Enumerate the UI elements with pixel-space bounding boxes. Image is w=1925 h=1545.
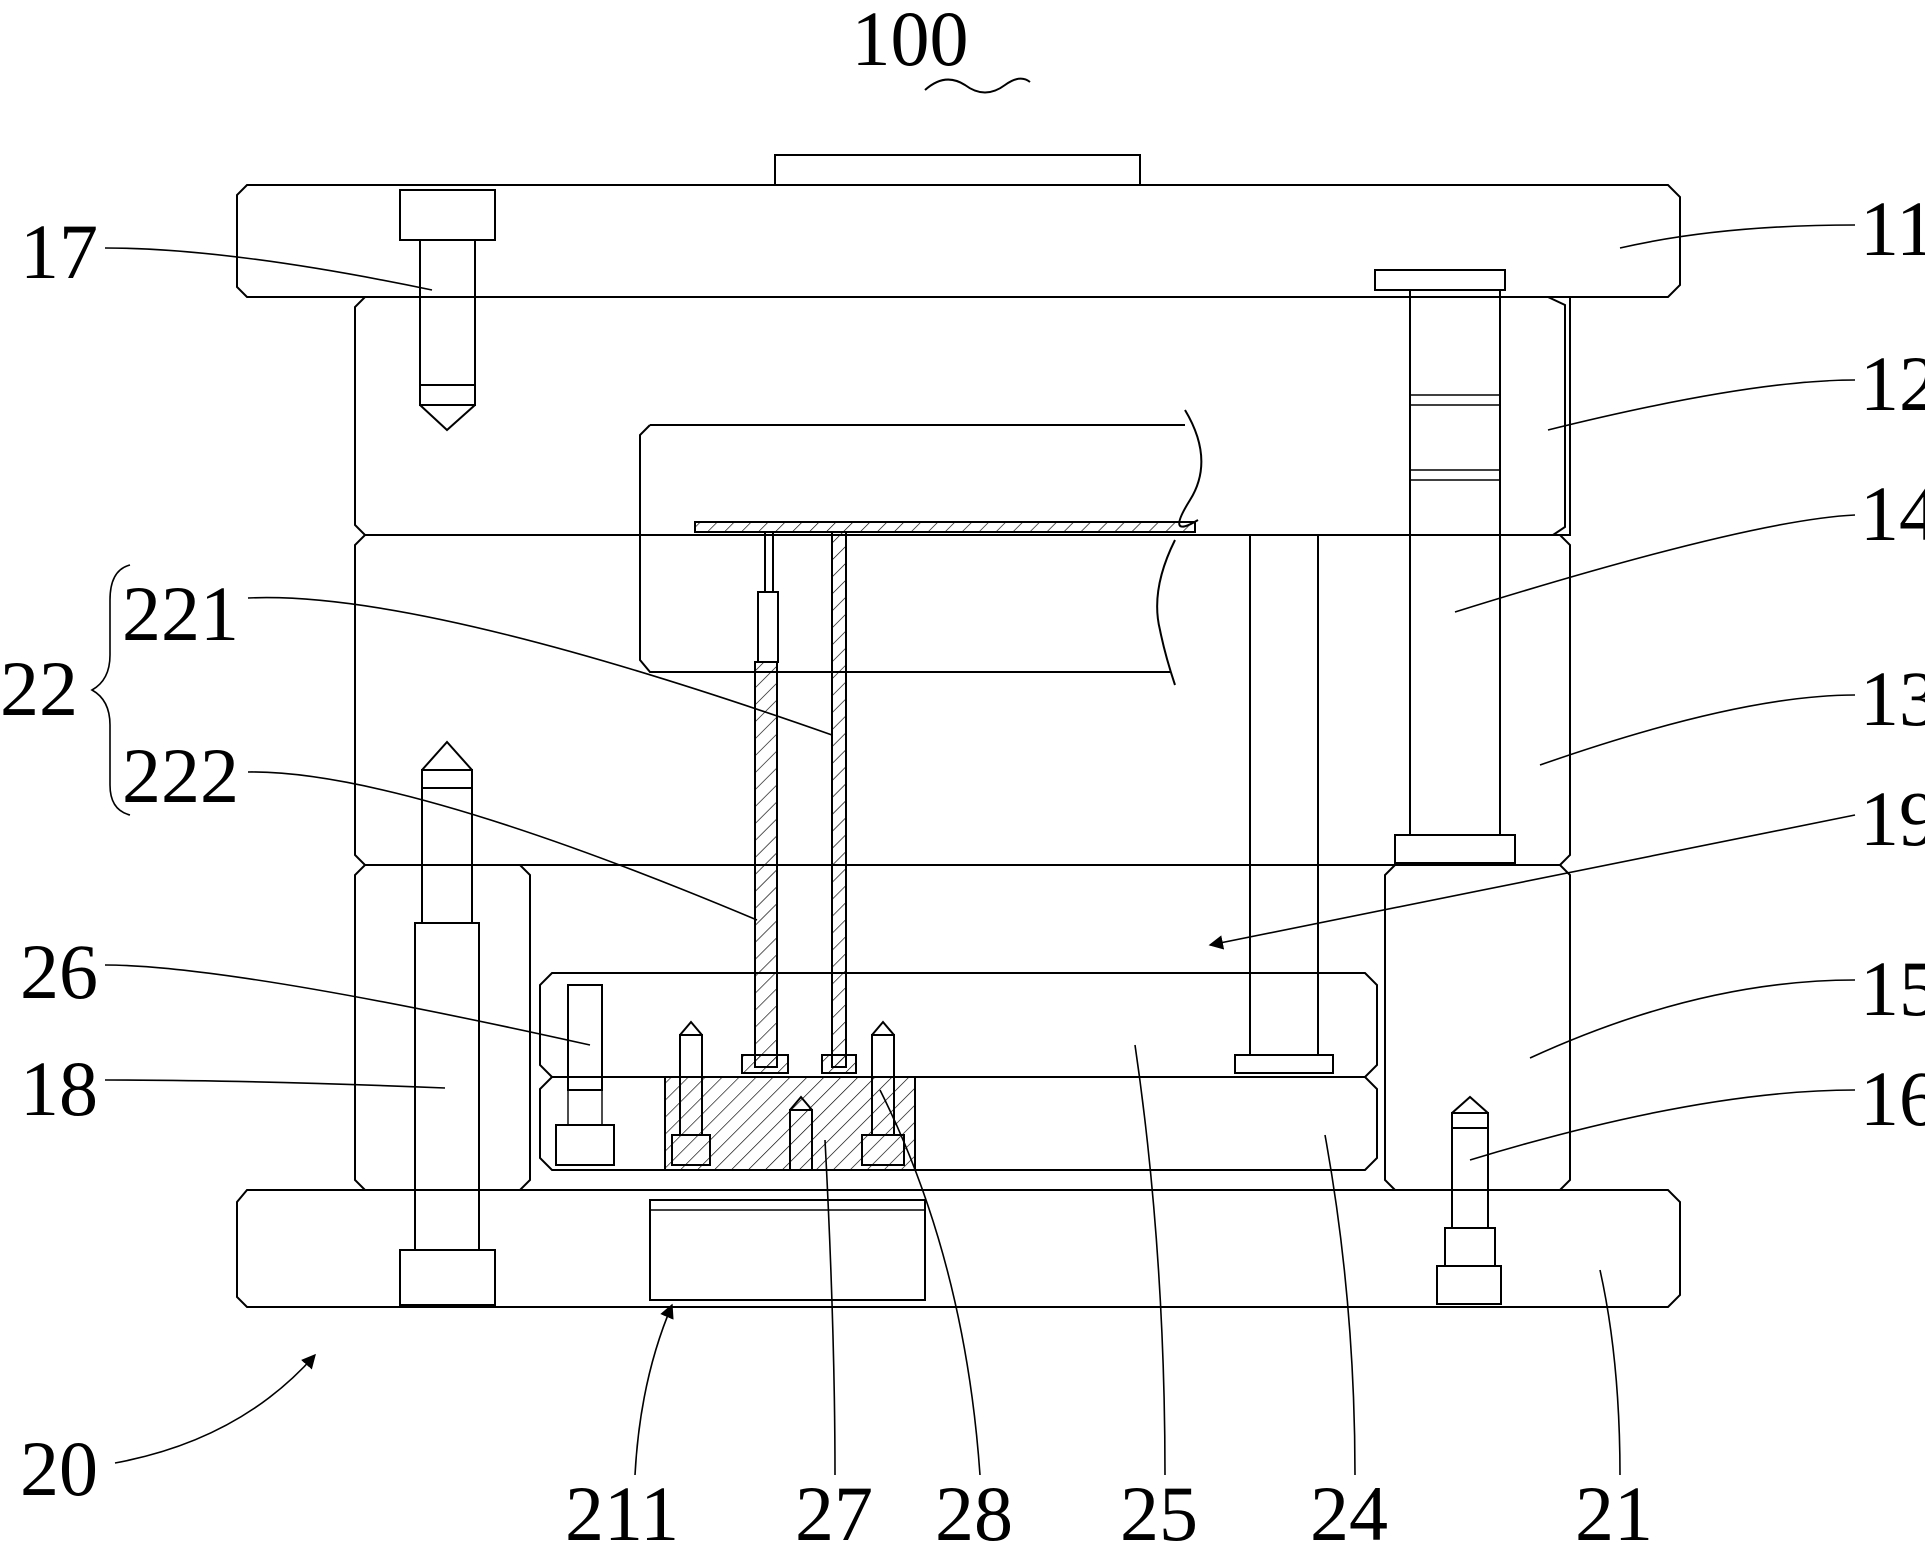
leader-14 [1454, 514, 1856, 613]
long-return-screw [399, 740, 496, 1306]
leader-19 [1208, 814, 1856, 950]
support-pillar [1234, 534, 1334, 1074]
spacer-block-right [1384, 864, 1571, 1191]
leader-211 [634, 1303, 674, 1476]
label-12: 12 [1860, 340, 1925, 427]
label-27: 27 [795, 1470, 873, 1545]
leader-28 [879, 1089, 981, 1476]
label-16: 16 [1860, 1055, 1925, 1142]
label-21: 21 [1575, 1470, 1653, 1545]
leader-17 [104, 247, 433, 291]
label-22: 22 [0, 645, 78, 732]
top-clamp-plate [236, 154, 1681, 298]
leader-11 [1619, 224, 1856, 249]
block-screw-left [671, 1020, 711, 1166]
label-15: 15 [1860, 945, 1925, 1032]
guide-pin [1374, 269, 1516, 864]
product-shell [639, 409, 1203, 686]
label-221: 221 [122, 570, 239, 657]
ejector-rod-hole [649, 1199, 926, 1301]
leader-24 [1324, 1134, 1356, 1476]
label-19: 19 [1860, 775, 1925, 862]
bottom-clamp-screw [1436, 1095, 1502, 1305]
ejector-plate-screw [555, 984, 615, 1166]
leader-25 [1134, 1044, 1166, 1476]
leader-27 [824, 1139, 836, 1476]
top-clamp-screw [399, 189, 496, 432]
label-211: 211 [565, 1470, 679, 1545]
leader-26 [104, 964, 591, 1046]
ejector-pin-221 [821, 531, 857, 1074]
leader-15 [1529, 979, 1856, 1059]
ejector-retainer-plate [539, 972, 1378, 1078]
title-wavy-underline [924, 77, 1031, 94]
leader-16 [1469, 1089, 1856, 1161]
label-20: 20 [20, 1425, 98, 1512]
cavity-plate [354, 296, 1571, 536]
label-18: 18 [20, 1045, 98, 1132]
spacer-block-left [354, 864, 531, 1191]
label-28: 28 [935, 1470, 1013, 1545]
label-14: 14 [1860, 470, 1925, 557]
label-13: 13 [1860, 655, 1925, 742]
ejector-pin-222 [741, 531, 789, 1074]
ejector-plate [539, 1076, 1378, 1171]
leader-12 [1547, 379, 1856, 431]
label-24: 24 [1310, 1470, 1388, 1545]
title-label: 100 [852, 0, 969, 82]
brace-22 [90, 564, 131, 816]
block-screw-right [861, 1020, 905, 1166]
leader-13 [1539, 694, 1856, 766]
bottom-clamp-plate [236, 1189, 1681, 1308]
core-plate [354, 534, 1571, 866]
leader-222 [247, 771, 758, 921]
leader-18 [104, 1079, 446, 1089]
leader-20 [114, 1353, 316, 1464]
label-11: 11 [1860, 185, 1925, 272]
leader-21 [1599, 1269, 1621, 1476]
label-26: 26 [20, 928, 98, 1015]
leader-221 [247, 596, 833, 736]
label-17: 17 [20, 208, 98, 295]
label-25: 25 [1120, 1470, 1198, 1545]
ejector-block [664, 1076, 916, 1171]
label-222: 222 [122, 732, 239, 819]
